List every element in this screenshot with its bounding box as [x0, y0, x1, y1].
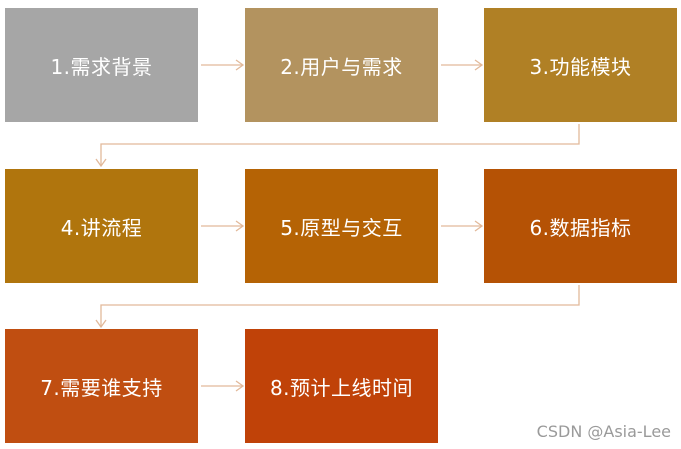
step-3-feature-modules: 3.功能模块 — [484, 8, 677, 122]
step-label: 7.需要谁支持 — [40, 375, 163, 400]
step-6-data-metrics: 6.数据指标 — [484, 169, 677, 283]
watermark: CSDN @Asia-Lee — [536, 422, 671, 441]
arrow-7-to-8 — [201, 380, 245, 392]
step-7-support-needed: 7.需要谁支持 — [5, 329, 198, 443]
arrow-2-to-3 — [441, 59, 484, 71]
step-1-requirement-background: 1.需求背景 — [5, 8, 198, 122]
arrow-5-to-6 — [441, 220, 484, 232]
step-8-planned-launch-time: 8.预计上线时间 — [245, 329, 438, 443]
arrow-4-to-5 — [201, 220, 245, 232]
step-label: 4.讲流程 — [60, 215, 143, 240]
step-label: 6.数据指标 — [529, 215, 632, 240]
arrow-3-to-4 — [95, 124, 580, 168]
step-label: 8.预计上线时间 — [269, 375, 414, 400]
step-5-prototype-and-interaction: 5.原型与交互 — [245, 169, 438, 283]
step-label: 2.用户与需求 — [280, 54, 403, 79]
step-label: 5.原型与交互 — [280, 215, 403, 240]
step-4-walkthrough-flow: 4.讲流程 — [5, 169, 198, 283]
arrow-1-to-2 — [201, 59, 245, 71]
step-label: 1.需求背景 — [50, 54, 153, 79]
step-2-users-and-needs: 2.用户与需求 — [245, 8, 438, 122]
step-label: 3.功能模块 — [529, 54, 632, 79]
arrow-6-to-7 — [95, 285, 580, 329]
